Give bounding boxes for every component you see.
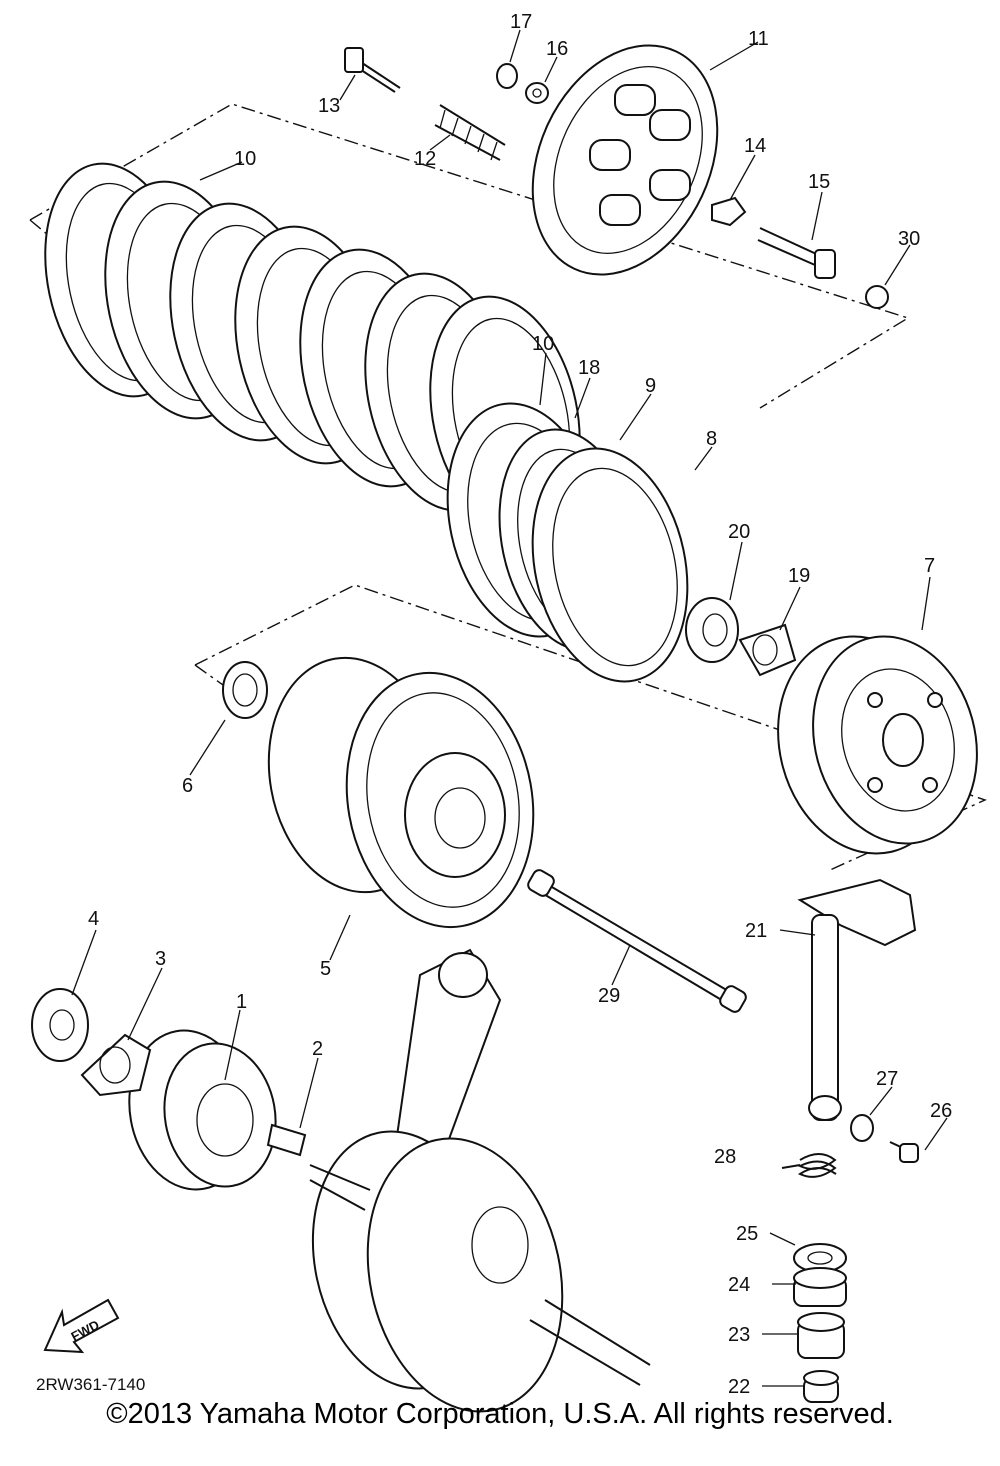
callout-14: 14 [744, 135, 766, 157]
forward-direction-arrow: FWD [43, 1298, 120, 1354]
callout-29: 29 [598, 985, 620, 1007]
diagram-code: 2RW361-7140 [36, 1375, 145, 1394]
clutch-plate-set-front [446, 402, 689, 683]
push-rod [527, 869, 747, 1013]
callout-16: 16 [546, 38, 568, 60]
primary-driven-gear [777, 635, 978, 855]
callout-9: 9 [645, 375, 656, 397]
callout-10-mid: 10 [532, 333, 554, 355]
callout-25: 25 [736, 1223, 758, 1245]
callout-22: 22 [728, 1376, 750, 1398]
primary-drive-gear-set [31, 988, 307, 1191]
callout-17: 17 [510, 11, 532, 33]
callout-21: 21 [745, 920, 767, 942]
callout-26: 26 [930, 1100, 952, 1122]
top-hardware [344, 47, 889, 309]
callout-30: 30 [898, 228, 920, 250]
callout-1: 1 [236, 991, 247, 1013]
callout-13: 13 [318, 95, 340, 117]
callout-3: 3 [155, 948, 166, 970]
callout-23: 23 [728, 1324, 750, 1346]
copyright-notice: ©2013 Yamaha Motor Corporation, U.S.A. A… [106, 1398, 894, 1430]
callout-6: 6 [182, 775, 193, 797]
callout-2: 2 [312, 1038, 323, 1060]
callout-7: 7 [924, 555, 935, 577]
callout-8: 8 [706, 428, 717, 450]
callout-28: 28 [714, 1146, 736, 1168]
lower-right-hardware [781, 1114, 919, 1403]
callout-10-top: 10 [234, 148, 256, 170]
clutch-plate-stack [44, 162, 581, 535]
crankshaft [309, 948, 651, 1413]
callout-4: 4 [88, 908, 99, 930]
callout-18: 18 [578, 357, 600, 379]
callout-5: 5 [320, 958, 331, 980]
pressure-plate [531, 44, 719, 276]
callout-19: 19 [788, 565, 810, 587]
callout-leader-lines [71, 29, 948, 1387]
callout-20: 20 [728, 521, 750, 543]
callout-12: 12 [414, 148, 436, 170]
nut-and-washer-mid [685, 597, 797, 677]
callout-numbers: 1 2 3 4 5 6 7 8 9 10 10 11 12 13 14 15 1… [88, 11, 952, 1398]
push-lever-shaft [797, 878, 917, 1121]
callout-15: 15 [808, 171, 830, 193]
clutch-housing [222, 656, 535, 929]
callout-11: 11 [748, 28, 769, 50]
callout-27: 27 [876, 1068, 898, 1090]
callout-24: 24 [728, 1274, 750, 1296]
